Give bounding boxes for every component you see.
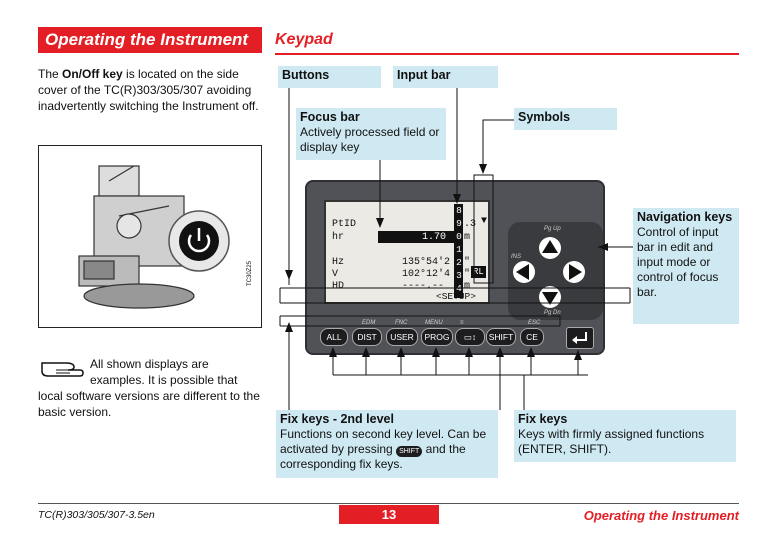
intro-bold: On/Off key — [62, 67, 123, 81]
intro-paragraph: The On/Off key is located on the side co… — [38, 66, 263, 114]
page-number: 13 — [339, 505, 439, 524]
header-divider — [275, 53, 739, 55]
ins-label: INS — [511, 254, 522, 260]
footer-section: Operating the Instrument — [583, 508, 739, 523]
footer-divider — [38, 503, 739, 504]
row-ptid-value: .3 — [464, 219, 477, 230]
navigation-pad: Pg Up INS Pg Dn — [508, 222, 603, 320]
callout-input-bar: Input bar — [393, 66, 498, 88]
key-ce-second: ESC — [528, 320, 541, 326]
down-arrow-icon: ▼ — [481, 216, 488, 227]
callout-fix-keys-2nd: Fix keys - 2nd level Functions on second… — [276, 410, 498, 478]
row-v-value: 102°12'4 — [402, 269, 451, 280]
input-bar — [454, 204, 463, 298]
key-dist-second: EDM — [362, 320, 376, 326]
note-line1: All shown displays are examples. It is p… — [90, 357, 238, 387]
instrument-illustration — [78, 165, 230, 309]
key-ce[interactable]: CE — [520, 328, 544, 346]
key-prog[interactable]: PROG — [421, 328, 453, 346]
intro-pre: The — [38, 67, 63, 81]
key-illumination[interactable]: ▭↕ — [455, 328, 485, 346]
nav-arrows — [513, 237, 585, 308]
key-user[interactable]: USER — [386, 328, 418, 346]
key-user-second: FNC — [395, 320, 408, 326]
row-hd-unit: m — [464, 281, 471, 292]
row-hr-unit: m — [464, 232, 471, 243]
footer-doc-code: TC(R)303/305/307-3.5en — [38, 509, 155, 521]
row-hd-label: HD — [332, 281, 345, 292]
topic-title: Keypad — [275, 31, 333, 48]
row-ptid-label: PtID — [332, 219, 357, 230]
nav-left-icon[interactable] — [513, 261, 535, 283]
key-all[interactable]: ALL — [320, 328, 348, 346]
key-shift[interactable]: SHIFT — [486, 328, 516, 346]
shift-key-inline: SHIFT — [396, 446, 423, 457]
row-hd-value: ----.-- — [402, 281, 445, 292]
callout-symbols: Symbols — [514, 108, 617, 130]
power-icon — [187, 228, 211, 253]
key-dist[interactable]: DIST — [352, 328, 382, 346]
row-hz-label: Hz — [332, 257, 345, 268]
key-light-second: ≡ — [460, 320, 464, 326]
nav-up-icon[interactable] — [539, 237, 561, 259]
enter-key[interactable] — [566, 327, 594, 349]
enter-icon — [572, 332, 587, 344]
section-header: Operating the Instrument — [38, 27, 262, 53]
pointing-hand-icon — [41, 362, 84, 377]
row-v-label: V — [332, 269, 339, 280]
note-line2: local software versions are different to… — [38, 389, 260, 419]
callout-buttons: Buttons — [278, 66, 381, 88]
row-hz-value: 135°54'2 — [402, 257, 451, 268]
instrument-photo: TC30Z25 — [38, 145, 262, 328]
nav-right-icon[interactable] — [563, 261, 585, 283]
rl-symbol: RL — [471, 266, 486, 278]
row-hr-value: 1.70 — [422, 232, 447, 243]
focus-bar — [378, 231, 454, 243]
row-v-unit: " — [464, 269, 471, 280]
pg-dn-label: Pg Dn — [544, 310, 561, 316]
key-prog-second: MENU — [425, 320, 443, 326]
row-hr-label: hr — [332, 232, 345, 243]
setup-softkey[interactable]: <SETUP> — [436, 291, 476, 302]
intro-post: is located on the side cover of the TC(R… — [38, 67, 259, 113]
pg-up-label: Pg Up — [544, 226, 561, 232]
row-hz-unit: " — [464, 257, 471, 268]
